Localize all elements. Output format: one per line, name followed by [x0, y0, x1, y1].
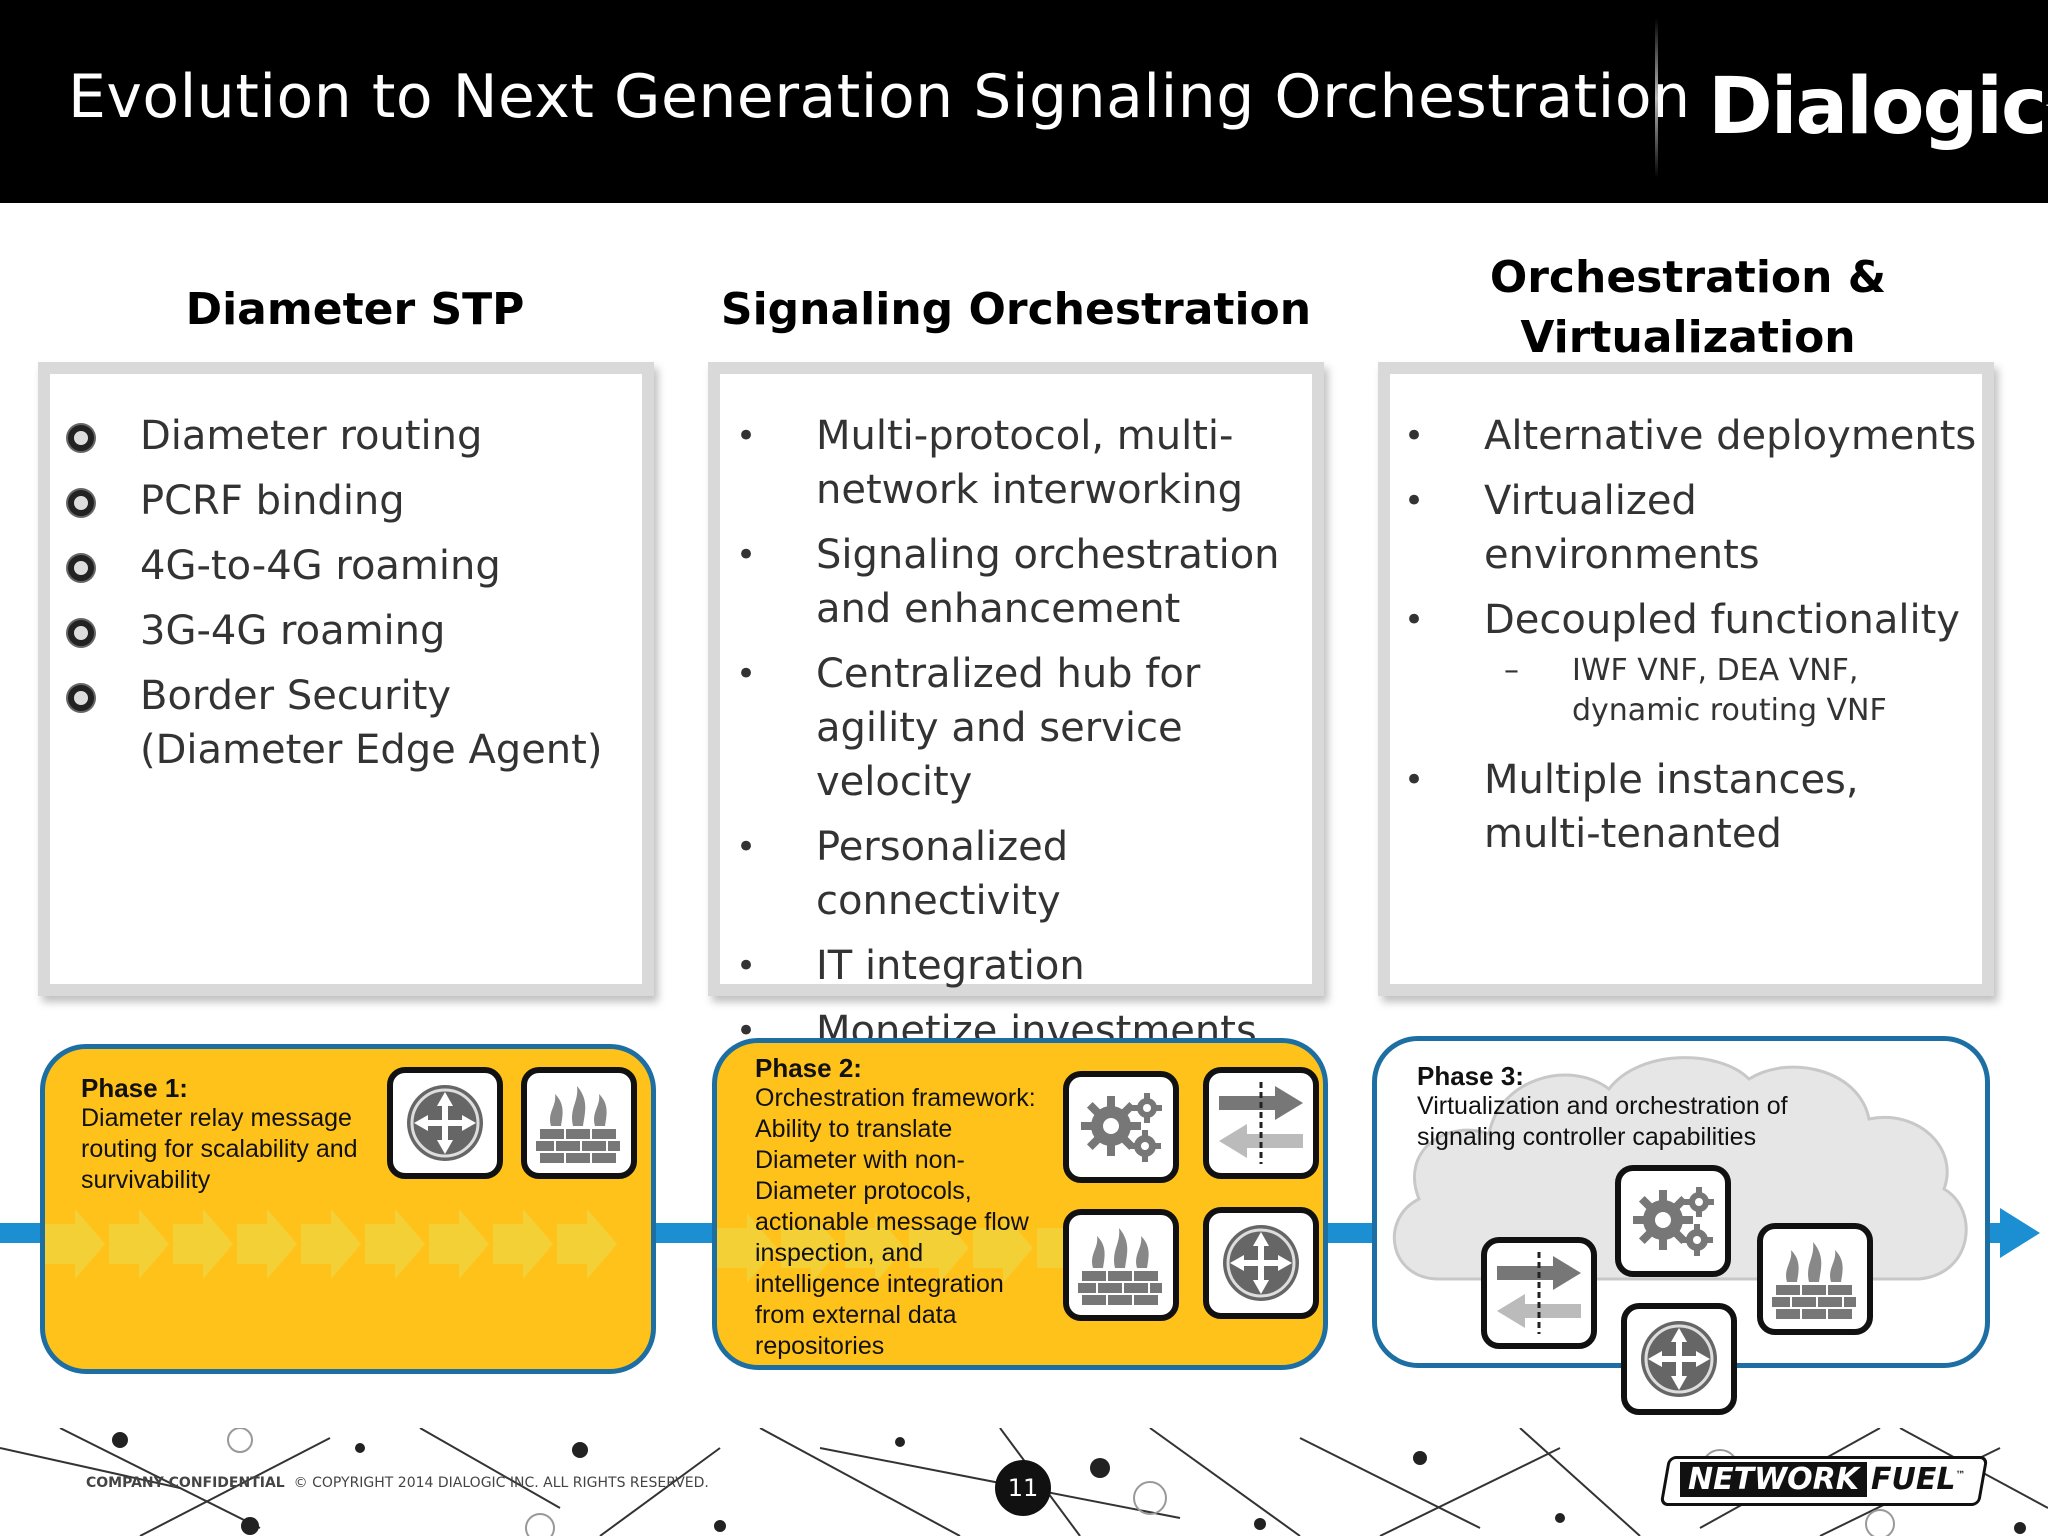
panel-diameter-stp: Diameter routing PCRF binding 4G-to-4G r… — [38, 362, 654, 996]
phase-2-title: Phase 2: — [755, 1053, 862, 1083]
slide-title: Evolution to Next Generation Signaling O… — [68, 62, 1691, 132]
list-item: •Multiple instances, multi-tenanted — [1404, 753, 1984, 861]
list-item: •Signaling orchestration and enhancement — [736, 528, 1316, 636]
column-heading-diameter-stp: Diameter STP — [185, 284, 525, 335]
list-item: 4G-to-4G roaming — [68, 539, 640, 593]
phase-1-title: Phase 1: — [81, 1073, 188, 1103]
ring-bullet-icon — [68, 425, 94, 451]
column-heading-orchestration-virtualization: Orchestration & Virtualization — [1489, 252, 1887, 363]
network-pattern — [0, 1428, 2048, 1536]
list-item: •Decoupled functionality — [1404, 593, 1984, 647]
list-item: •Multi-protocol, multi-network interwork… — [736, 409, 1316, 517]
panel-orchestration-virtualization: •Alternative deployments •Virtualized en… — [1378, 362, 1994, 996]
phase-3-title: Phase 3: — [1417, 1061, 1524, 1091]
ring-bullet-icon — [68, 685, 94, 711]
firewall-icon — [521, 1067, 637, 1179]
panel-signaling-orchestration: •Multi-protocol, multi-network interwork… — [708, 362, 1324, 1054]
footer-copyright: COMPANY CONFIDENTIAL © COPYRIGHT 2014 DI… — [86, 1475, 709, 1491]
ring-bullet-icon — [68, 490, 94, 516]
phase-2-box: Phase 2: Orchestration framework: Abilit… — [712, 1038, 1328, 1370]
phase-1-box: Phase 1: Diameter relay message routing … — [40, 1044, 656, 1374]
bullet-dot: • — [1404, 760, 1425, 800]
phase-3-text: Virtualization and orchestration of sign… — [1417, 1092, 1788, 1151]
list-item: Diameter routing — [68, 409, 640, 463]
header-divider — [1655, 18, 1658, 178]
list-item: PCRF binding — [68, 474, 640, 528]
bullet-dot: • — [736, 827, 757, 867]
dash-marker: – — [1504, 653, 1519, 688]
list-item: Border Security (Diameter Edge Agent) — [68, 669, 640, 777]
arrows-exchange-icon — [1203, 1067, 1319, 1179]
arrows-exchange-icon — [1481, 1237, 1597, 1349]
bullet-dot: • — [736, 416, 757, 456]
list-item: •Personalized connectivity — [736, 820, 1316, 928]
phase-2-text: Orchestration framework: Ability to tran… — [755, 1084, 1036, 1360]
phase-1-text: Diameter relay message routing for scala… — [81, 1104, 358, 1194]
bullet-dot: • — [736, 654, 757, 694]
bullet-dot: • — [1404, 416, 1425, 456]
column-heading-signaling-orchestration: Signaling Orchestration — [720, 284, 1312, 335]
list-item: •IT integration — [736, 939, 1316, 993]
firewall-icon — [1757, 1223, 1873, 1335]
chevron-stream — [45, 1209, 617, 1279]
list-item: •Centralized hub for agility and service… — [736, 647, 1316, 809]
bullet-dot: • — [1404, 600, 1425, 640]
ring-bullet-icon — [68, 620, 94, 646]
gears-icon — [1615, 1165, 1731, 1277]
router-icon — [1621, 1303, 1737, 1415]
phase-3-box: Phase 3: Virtualization and orchestratio… — [1372, 1036, 1990, 1415]
bullet-dot: • — [1404, 481, 1425, 521]
feature-list: Diameter routing PCRF binding 4G-to-4G r… — [68, 409, 640, 788]
page-number: 11 — [995, 1460, 1051, 1516]
sub-list-item: –IWF VNF, DEA VNF, dynamic routing VNF — [1504, 653, 1887, 728]
dialogic-logo: Dialogic. — [1708, 62, 2048, 152]
gears-icon — [1063, 1071, 1179, 1183]
router-icon — [1203, 1207, 1319, 1319]
bullet-dot: • — [736, 946, 757, 986]
list-item: •Virtualized environments — [1404, 474, 1984, 582]
feature-list: •Multi-protocol, multi-network interwork… — [736, 409, 1316, 1069]
slide-header: Evolution to Next Generation Signaling O… — [0, 0, 2048, 203]
ring-bullet-icon — [68, 555, 94, 581]
list-item: •Alternative deployments — [1404, 409, 1984, 463]
feature-list: •Alternative deployments •Virtualized en… — [1404, 409, 1984, 872]
bullet-dot: • — [736, 535, 757, 575]
firewall-icon — [1063, 1209, 1179, 1321]
router-icon — [387, 1067, 503, 1179]
list-item: 3G-4G roaming — [68, 604, 640, 658]
